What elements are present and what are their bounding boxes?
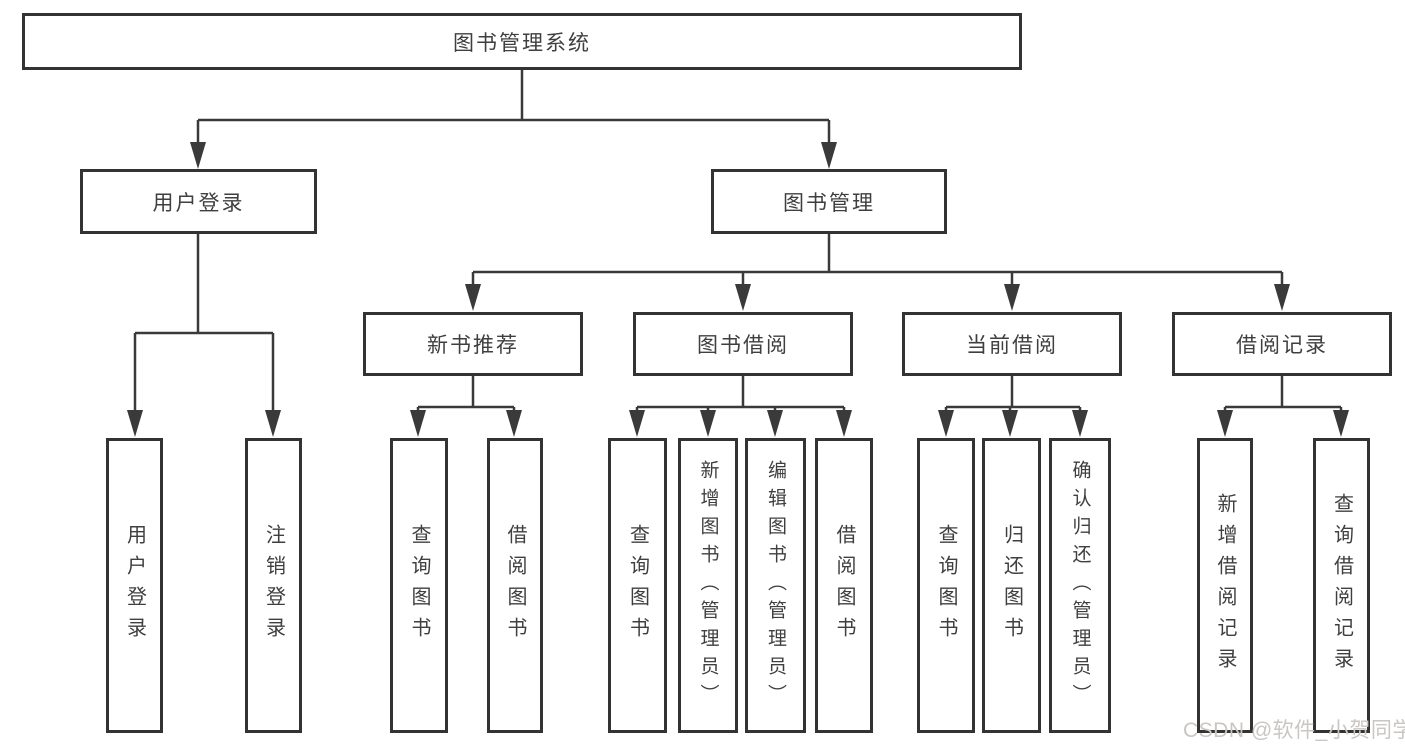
node-leaf-bb-borrow: 借阅图书: [815, 438, 873, 733]
node-leaf-cb-return: 归还图书: [982, 438, 1041, 733]
node-new-book-recommend: 新书推荐: [363, 312, 583, 376]
node-leaf-newbook-query: 查询图书: [390, 438, 448, 733]
node-leaf-bb-query: 查询图书: [608, 438, 667, 733]
node-leaf-newbook-borrow: 借阅图书: [487, 438, 543, 733]
node-leaf-br-query: 查询借阅记录: [1313, 438, 1370, 733]
node-current-borrowing: 当前借阅: [902, 312, 1122, 376]
node-borrowing-records: 借阅记录: [1172, 312, 1392, 376]
node-leaf-logout: 注销登录: [245, 438, 302, 733]
node-leaf-cb-query: 查询图书: [917, 438, 975, 733]
node-leaf-br-add: 新增借阅记录: [1197, 438, 1253, 733]
node-leaf-bb-edit: 编辑图书（管理员）: [745, 438, 806, 733]
node-user-login-module: 用户登录: [80, 169, 317, 234]
node-leaf-cb-confirm: 确认归还（管理员）: [1049, 438, 1111, 733]
node-book-management-module: 图书管理: [711, 169, 947, 234]
node-leaf-user-login: 用户登录: [106, 438, 163, 733]
csdn-watermark: CSDN @软件_小贺同学: [1183, 719, 1405, 742]
node-leaf-bb-add: 新增图书（管理员）: [678, 438, 738, 733]
node-root-system: 图书管理系统: [22, 13, 1022, 70]
node-book-borrowing: 图书借阅: [633, 312, 853, 376]
